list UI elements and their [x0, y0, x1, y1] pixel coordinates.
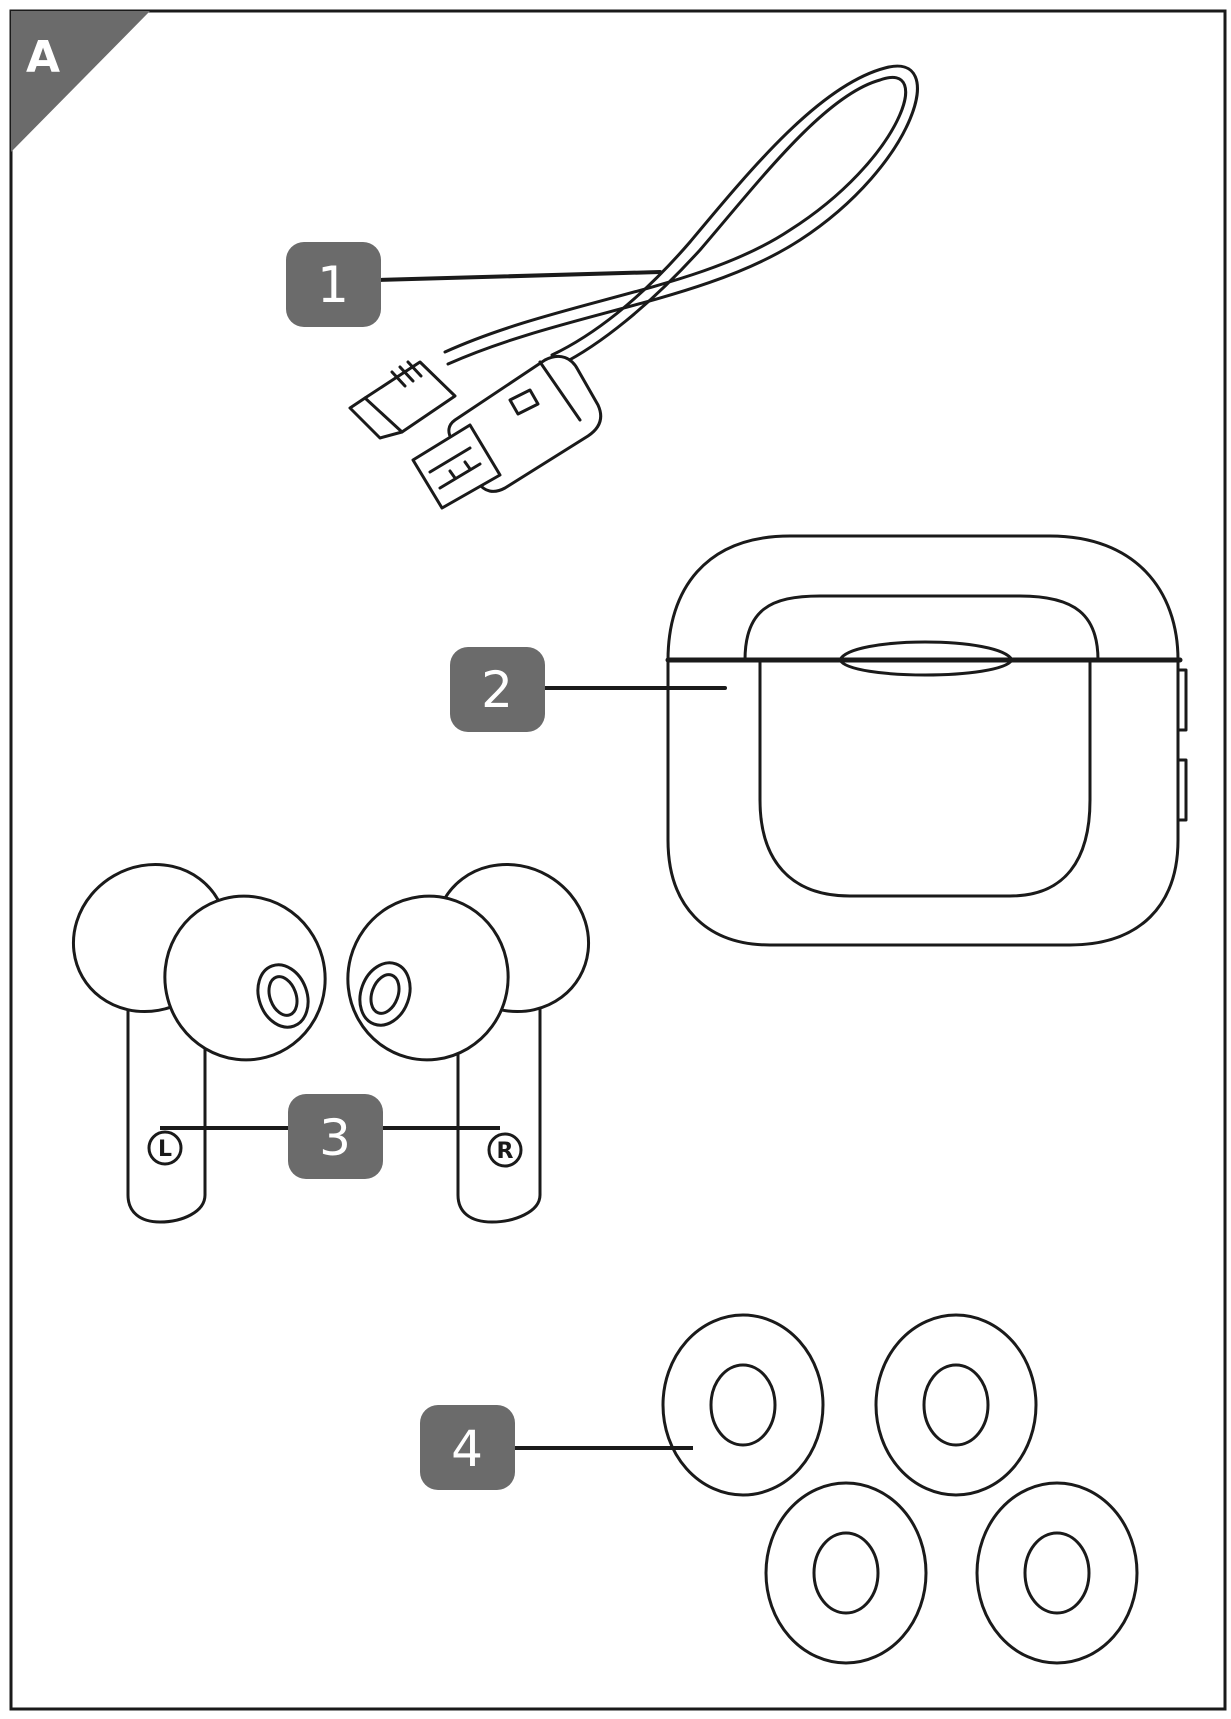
- callout-number-3: 3: [319, 1109, 351, 1167]
- ear-tip: [661, 1313, 825, 1497]
- left-earbud: [71, 862, 327, 1224]
- ear-tip: [975, 1481, 1139, 1665]
- callout-badge-3: 3: [288, 1094, 383, 1179]
- charging-case-illustration: [538, 534, 1188, 947]
- callout-badge-4: 4: [420, 1405, 515, 1490]
- callout-number-4: 4: [451, 1420, 483, 1478]
- callout-badge-2: 2: [450, 647, 545, 732]
- ear-tip: [874, 1313, 1038, 1497]
- left-earbud-marking: L: [158, 1137, 172, 1162]
- right-earbud-marking: R: [497, 1139, 514, 1164]
- callout-number-2: 2: [481, 661, 513, 719]
- right-earbud: [346, 862, 591, 1224]
- callout-number-1: 1: [317, 256, 349, 314]
- callout-badge-1: 1: [286, 242, 381, 327]
- ear-tip: [764, 1481, 928, 1665]
- section-letter: A: [26, 32, 60, 83]
- usb-cable-illustration: [348, 64, 919, 510]
- diagram-frame: [9, 9, 1227, 1711]
- section-tag: A: [11, 11, 150, 152]
- ear-tips-illustration: [661, 1313, 1139, 1665]
